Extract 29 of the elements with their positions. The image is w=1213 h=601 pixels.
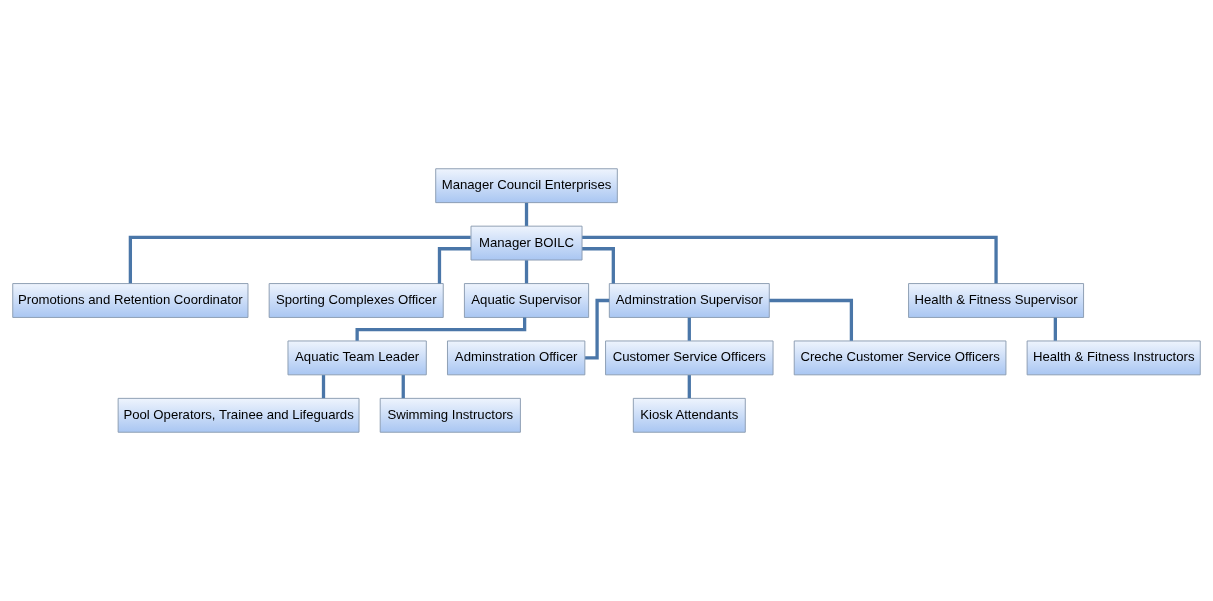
connector [401, 375, 405, 399]
node-box: Customer Service Officers [605, 340, 774, 376]
node-box: Manager Council Enterprises [435, 168, 618, 204]
connector [355, 317, 527, 341]
connector [437, 247, 471, 284]
connector [1053, 317, 1057, 341]
node-box: Adminstration Supervisor [608, 283, 770, 318]
node-box: Swimming Instructors [379, 397, 521, 433]
node-box: Creche Customer Service Officers [793, 340, 1007, 376]
node-box: Kiosk Attendants [632, 397, 746, 433]
connector [585, 298, 610, 360]
connector [687, 317, 691, 341]
node-box: Promotions and Retention Coordinator [12, 283, 249, 318]
connector [582, 247, 615, 284]
node-box: Manager BOILC [470, 225, 583, 261]
node-box: Health & Fitness Supervisor [908, 283, 1085, 318]
connector [524, 260, 529, 284]
connector [321, 375, 326, 399]
connector [524, 202, 529, 226]
node-box: Aquatic Supervisor [463, 283, 590, 318]
node-box: Adminstration Officer [447, 340, 586, 376]
connector [582, 235, 998, 284]
node-box: Sporting Complexes Officer [268, 283, 444, 318]
connector [687, 375, 691, 399]
connector [769, 298, 854, 341]
node-box: Pool Operators, Trainee and Lifeguards [117, 397, 360, 433]
node-box: Health & Fitness Instructors [1026, 340, 1201, 376]
connector [128, 235, 471, 284]
node-box: Aquatic Team Leader [287, 340, 427, 376]
